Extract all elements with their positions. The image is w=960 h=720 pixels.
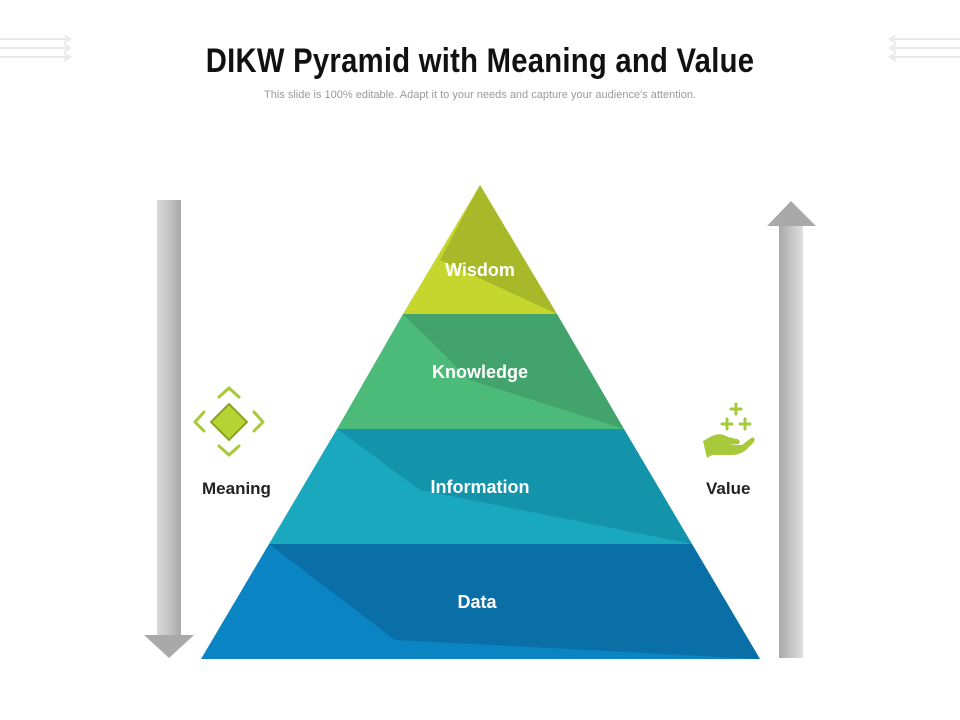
- tier-data: Data: [201, 544, 760, 659]
- page-title: DIKW Pyramid with Meaning and Value: [205, 42, 755, 80]
- diamond-focus-icon: [193, 386, 265, 457]
- page-subtitle: This slide is 100% editable. Adapt it to…: [264, 89, 696, 101]
- tier-knowledge: Knowledge: [337, 314, 624, 429]
- hand-plus-icon: [703, 402, 755, 458]
- value-label: Value: [706, 479, 751, 498]
- tier-wisdom: Wisdom: [403, 185, 557, 314]
- meaning-label: Meaning: [202, 479, 271, 498]
- top-left-decoration: [0, 35, 72, 62]
- pyramid: Wisdom Knowledge Information Data: [201, 185, 760, 659]
- top-right-decoration: [888, 35, 960, 62]
- tier-label-information: Information: [431, 477, 530, 497]
- tier-label-data: Data: [457, 592, 497, 612]
- tier-label-knowledge: Knowledge: [432, 362, 528, 382]
- value-arrow: [767, 201, 816, 658]
- tier-label-wisdom: Wisdom: [445, 260, 515, 280]
- meaning-arrow: [144, 200, 194, 658]
- tier-information: Information: [269, 429, 692, 544]
